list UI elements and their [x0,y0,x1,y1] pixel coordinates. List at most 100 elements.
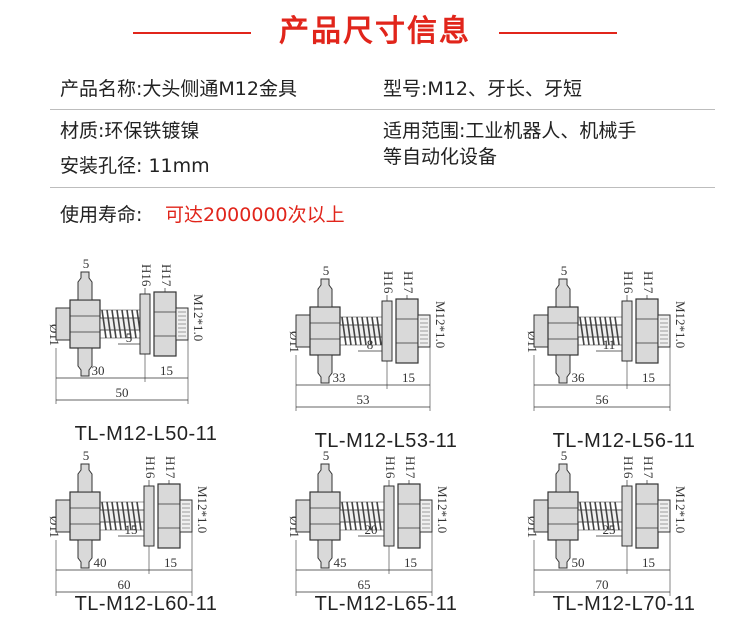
h17-label: H17 [403,456,418,479]
hex-body [547,491,579,541]
total-length: 50 [116,385,129,400]
model-number: TL-M12-L70-11 [552,593,696,615]
washer [383,485,395,547]
spec-model: 型号:M12、牙长、牙短 [383,78,582,100]
spring [579,316,620,346]
port-size-label: 5 [323,448,330,463]
lock-nut [153,291,177,357]
lock-nut [635,483,659,549]
port-size-label: 5 [83,448,90,463]
model-number: TL-M12-L60-11 [74,593,218,615]
h16-label: H16 [621,456,636,479]
end-cap [55,499,71,533]
divider [50,109,715,110]
total-length: 70 [596,577,609,592]
tail-length: 15 [642,555,655,570]
end-cap [55,307,71,341]
thread-spec-label: M12*1.0 [433,301,448,348]
hex-body [69,491,101,541]
total-length: 60 [118,577,131,592]
spec-application-line1: 适用范围:工业机器人、机械手 [383,120,637,142]
lock-nut [635,298,659,364]
total-length: 56 [596,392,610,407]
h16-label: H16 [383,456,398,479]
tail-length: 15 [402,370,415,385]
body-length: 33 [333,370,346,385]
model-number: TL-M12-L50-11 [74,423,218,445]
spec-hole-diameter: 安装孔径: 11mm [60,155,210,177]
tail-length: 15 [164,555,177,570]
h17-label: H17 [159,264,174,287]
body-length: 50 [572,555,585,570]
air-fitting-top [77,463,93,493]
hex-body [309,491,341,541]
thread-spec-label: M12*1.0 [191,294,206,341]
stroke-length: 25 [603,522,616,537]
spring [579,501,620,531]
body-length: 36 [572,370,586,385]
air-fitting-bottom [555,354,571,384]
air-fitting-top [77,271,93,301]
lock-nut [397,483,421,549]
spec-life-label: 使用寿命: [60,204,143,226]
total-length: 53 [357,392,370,407]
h17-label: H17 [641,456,656,479]
total-length: 65 [358,577,371,592]
air-fitting-top [317,278,333,308]
section-header: 产品尺寸信息 [0,0,750,62]
h16-label: H16 [143,456,158,479]
spring [341,316,382,346]
spec-material: 材质:环保铁镀镍 [60,120,200,142]
lock-nut [157,483,181,549]
h17-label: H17 [641,271,656,294]
air-fitting-bottom [317,354,333,384]
divider [50,187,715,188]
tail-length: 15 [642,370,655,385]
port-size-label: 5 [561,448,568,463]
end-cap [295,499,311,533]
washer [139,293,151,355]
air-fitting-bottom [555,539,571,569]
model-number: TL-M12-L53-11 [314,430,458,452]
end-cap [295,314,311,348]
hex-body [547,306,579,356]
spring [101,501,142,531]
tail-length: 15 [404,555,417,570]
air-fitting-top [555,463,571,493]
thread-spec-label: M12*1.0 [435,486,450,533]
air-fitting-bottom [317,539,333,569]
thread-spec-label: M12*1.0 [673,301,688,348]
washer [621,300,633,362]
lock-nut [395,298,419,364]
spec-application-line2: 等自动化设备 [383,146,498,168]
h17-label: H17 [163,456,178,479]
port-size-label: 5 [83,256,90,271]
washer [621,485,633,547]
air-fitting-bottom [77,539,93,569]
air-fitting-top [555,278,571,308]
stroke-length: 20 [365,522,378,537]
port-size-label: 5 [323,263,330,278]
spring [101,309,142,339]
port-size-label: 5 [561,263,568,278]
spec-life-value: 可达2000000次以上 [165,204,345,226]
tail-length: 15 [160,363,173,378]
thread-spec-label: M12*1.0 [673,486,688,533]
air-fitting-bottom [77,347,93,377]
body-length: 30 [92,363,105,378]
section-title: 产品尺寸信息 [279,14,471,49]
spec-product-name: 产品名称:大头侧通M12金具 [60,78,297,100]
model-number: TL-M12-L56-11 [552,430,696,452]
end-cap [533,314,549,348]
washer [381,300,393,362]
stroke-length: 11 [603,337,616,352]
h16-label: H16 [381,271,396,294]
